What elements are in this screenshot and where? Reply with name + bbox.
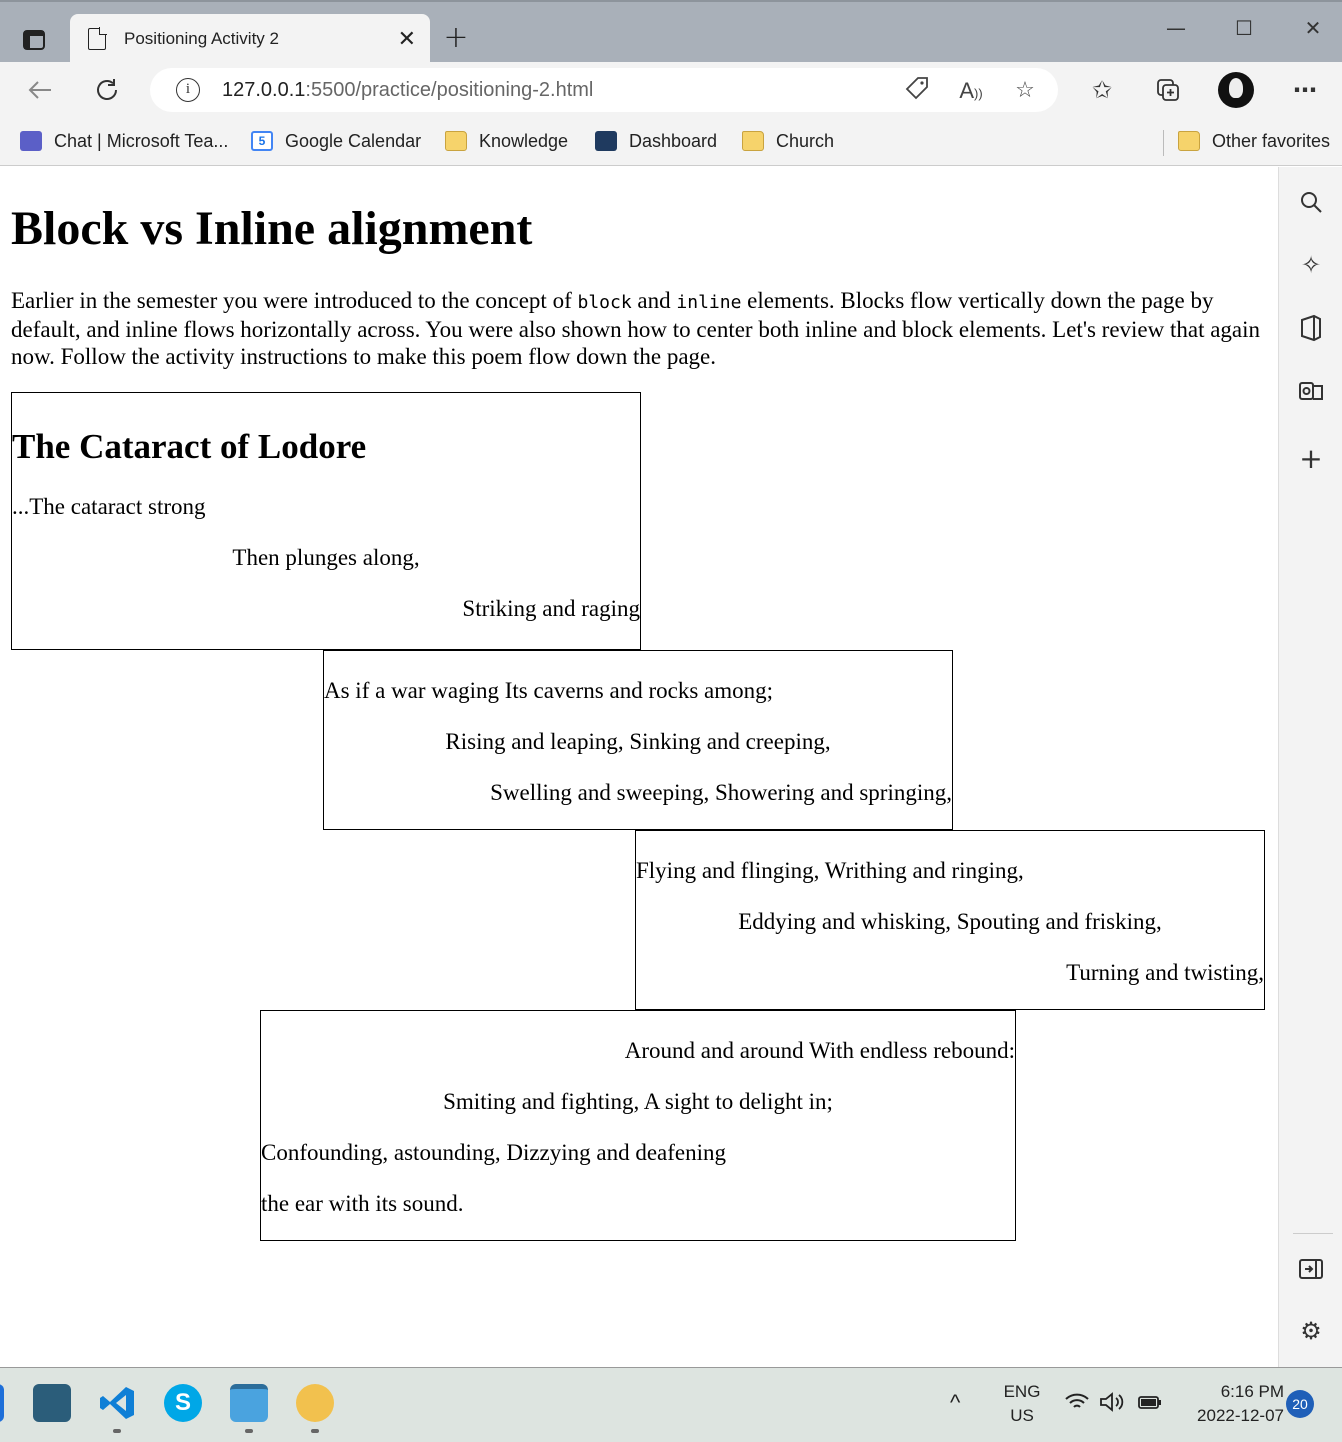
collections-icon[interactable] bbox=[1150, 72, 1186, 108]
clock-time: 6:16 PM bbox=[1220, 1382, 1284, 1401]
back-arrow-icon bbox=[28, 81, 51, 99]
document-icon bbox=[88, 27, 107, 50]
profile-avatar[interactable] bbox=[1218, 72, 1254, 108]
running-indicator bbox=[245, 1429, 253, 1433]
show-hidden-icons-chevron[interactable]: ^ bbox=[950, 1390, 961, 1415]
discover-icon[interactable]: ✧ bbox=[1300, 251, 1322, 279]
poem-line: Turning and twisting, bbox=[1066, 960, 1264, 985]
running-indicator bbox=[113, 1429, 121, 1433]
region-code: US bbox=[1010, 1406, 1034, 1425]
poem-line: Confounding, astounding, Dizzying and de… bbox=[261, 1140, 727, 1165]
bookmark-label: Church bbox=[776, 130, 835, 151]
calendar-icon: 5 bbox=[251, 131, 273, 151]
volume-icon[interactable] bbox=[1099, 1392, 1125, 1417]
hide-sidebar-icon[interactable] bbox=[1293, 1251, 1329, 1287]
poem-line: the ear with its sound. bbox=[261, 1191, 464, 1216]
add-sidebar-app-icon[interactable]: + bbox=[1299, 442, 1323, 475]
new-tab-button[interactable]: + bbox=[443, 20, 469, 55]
bookmark-knowledge[interactable]: Knowledge bbox=[445, 128, 568, 154]
bookmark-label: Other favorites bbox=[1212, 130, 1331, 151]
back-button[interactable] bbox=[20, 70, 60, 110]
refresh-icon bbox=[97, 79, 117, 100]
battery-icon[interactable] bbox=[1137, 1392, 1163, 1417]
bookmark-other-favorites[interactable]: Other favorites bbox=[1178, 128, 1330, 154]
code-inline: inline bbox=[676, 292, 742, 313]
teams-icon bbox=[20, 131, 42, 151]
more-menu-icon[interactable]: ⋯ bbox=[1293, 76, 1317, 104]
sidebar-divider bbox=[1293, 1233, 1333, 1234]
taskbar-edge-partial-icon[interactable] bbox=[0, 1384, 4, 1422]
title-bar: Positioning Activity 2 ✕ + — ☐ ✕ bbox=[0, 0, 1342, 64]
poem-line: Eddying and whisking, Spouting and frisk… bbox=[738, 909, 1162, 934]
browser-toolbar: i 127.0.0.1:5500/practice/positioning-2.… bbox=[0, 62, 1342, 118]
favorites-bar: Chat | Microsoft Tea... 5 Google Calenda… bbox=[0, 118, 1342, 166]
code-block: block bbox=[577, 292, 632, 313]
settings-gear-icon[interactable]: ⚙ bbox=[1300, 1317, 1322, 1345]
running-indicator bbox=[311, 1429, 319, 1433]
mysql-workbench-icon[interactable] bbox=[33, 1384, 71, 1422]
favorites-icon[interactable]: ✩ bbox=[1091, 76, 1113, 104]
bookmark-church[interactable]: Church bbox=[742, 128, 834, 154]
folder-icon bbox=[742, 131, 764, 151]
poem-box-3: Flying and flinging, Writhing and ringin… bbox=[635, 830, 1265, 1010]
vscode-icon[interactable] bbox=[98, 1384, 136, 1422]
bookmark-label: Google Calendar bbox=[285, 130, 422, 151]
bookmark-dashboard[interactable]: Dashboard bbox=[595, 128, 717, 154]
clock[interactable]: 6:16 PM 2022-12-07 bbox=[1180, 1382, 1284, 1426]
tab-close-icon[interactable]: ✕ bbox=[397, 26, 416, 52]
wifi-icon[interactable] bbox=[1064, 1392, 1090, 1417]
poem-line: Striking and raging bbox=[462, 596, 640, 621]
refresh-button[interactable] bbox=[87, 70, 127, 110]
maximize-button[interactable]: ☐ bbox=[1235, 16, 1253, 40]
poem-line: Rising and leaping, Sinking and creeping… bbox=[445, 729, 831, 754]
folder-icon bbox=[445, 131, 467, 151]
poem-box-2: As if a war waging Its caverns and rocks… bbox=[323, 650, 953, 830]
bookmark-label: Chat | Microsoft Tea... bbox=[54, 130, 229, 151]
poem-line: As if a war waging Its caverns and rocks… bbox=[324, 678, 774, 703]
intro-paragraph: Earlier in the semester you were introdu… bbox=[11, 288, 1261, 369]
tag-icon[interactable] bbox=[902, 76, 932, 106]
bookmark-label: Dashboard bbox=[629, 130, 718, 151]
bookmark-label: Knowledge bbox=[479, 130, 569, 151]
language-indicator[interactable]: ENG US bbox=[1000, 1382, 1044, 1426]
notification-badge[interactable]: 20 bbox=[1286, 1390, 1314, 1418]
bookmark-google-calendar[interactable]: 5 Google Calendar bbox=[251, 128, 421, 154]
bookmarks-divider bbox=[1163, 130, 1164, 156]
poem-line: Around and around With endless rebound: bbox=[624, 1038, 1015, 1063]
windows-taskbar: S ^ ENG US 6:16 PM 2022-12-07 20 bbox=[0, 1367, 1342, 1442]
dashboard-icon bbox=[595, 131, 617, 151]
site-info-icon[interactable]: i bbox=[176, 78, 200, 102]
edge-sidebar: ✧ + ⚙ bbox=[1278, 167, 1342, 1367]
tab-actions-button[interactable] bbox=[14, 24, 54, 56]
poem-line: ...The cataract strong bbox=[12, 494, 206, 519]
poem-title: The Cataract of Lodore bbox=[12, 427, 367, 466]
url-text[interactable]: 127.0.0.1:5500/practice/positioning-2.ht… bbox=[222, 79, 594, 101]
language-code: ENG bbox=[1003, 1382, 1041, 1401]
notepad-icon[interactable] bbox=[230, 1384, 268, 1422]
skype-icon[interactable]: S bbox=[164, 1384, 202, 1422]
minimize-button[interactable]: — bbox=[1166, 16, 1186, 40]
read-aloud-icon[interactable]: A)) bbox=[959, 78, 983, 103]
tab-actions-icon bbox=[23, 30, 45, 50]
close-window-button[interactable]: ✕ bbox=[1304, 16, 1322, 40]
poem-line: Swelling and sweeping, Showering and spr… bbox=[490, 780, 952, 805]
poem-line: Smiting and fighting, A sight to delight… bbox=[443, 1089, 833, 1114]
folder-icon bbox=[1178, 131, 1200, 151]
clock-date: 2022-12-07 bbox=[1197, 1406, 1284, 1425]
add-favorite-icon[interactable]: ☆ bbox=[1015, 78, 1035, 103]
page-content: Block vs Inline alignment Earlier in the… bbox=[0, 167, 1278, 1367]
outlook-icon[interactable] bbox=[1293, 373, 1329, 409]
bookmark-teams[interactable]: Chat | Microsoft Tea... bbox=[20, 128, 228, 154]
paint-icon[interactable] bbox=[296, 1384, 334, 1422]
address-bar[interactable]: i 127.0.0.1:5500/practice/positioning-2.… bbox=[150, 68, 1058, 112]
poem-box-4: Around and around With endless rebound: … bbox=[260, 1010, 1016, 1241]
page-heading: Block vs Inline alignment bbox=[11, 202, 533, 255]
tab-title: Positioning Activity 2 bbox=[124, 29, 279, 48]
office-icon[interactable] bbox=[1293, 310, 1329, 346]
search-icon[interactable] bbox=[1293, 184, 1329, 220]
poem-box-1: The Cataract of Lodore ...The cataract s… bbox=[11, 392, 641, 650]
poem-line: Then plunges along, bbox=[232, 545, 420, 570]
active-tab[interactable]: Positioning Activity 2 ✕ bbox=[70, 14, 430, 64]
poem-line: Flying and flinging, Writhing and ringin… bbox=[636, 858, 1024, 883]
